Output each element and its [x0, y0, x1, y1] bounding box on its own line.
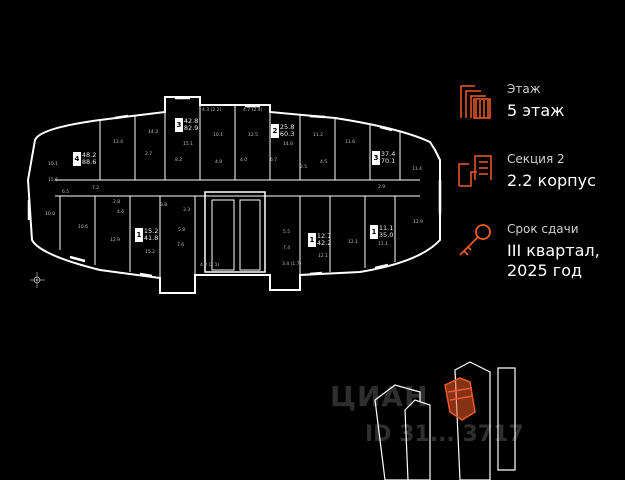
- deadline-value-line1: III квартал,: [507, 241, 600, 260]
- key-icon: [459, 224, 491, 256]
- core: [204, 191, 266, 273]
- room-area-label: 10.1: [213, 133, 224, 138]
- section-icon: [458, 155, 492, 187]
- floor-label: Этаж: [507, 82, 541, 96]
- compass-icon: [30, 272, 45, 288]
- room-area-label: 2.5: [300, 165, 308, 170]
- floor-icon: [460, 85, 491, 119]
- room-area-label: 11.6: [345, 140, 356, 145]
- room-area-label: 14.6: [283, 142, 294, 147]
- room-area-label: 4.0: [240, 158, 248, 163]
- deadline-label: Срок сдачи: [507, 222, 579, 236]
- room-area-label: 11.1: [378, 242, 389, 247]
- room-area-label: 5.8: [178, 228, 186, 233]
- room-area-label: 5.5: [283, 230, 291, 235]
- room-area-label: 2.9: [378, 185, 386, 190]
- room-area-label: 3.3: [183, 208, 191, 213]
- room-area-label: 4.7 (2.4): [243, 108, 263, 113]
- room-area-label: 2.8: [113, 200, 121, 205]
- room-area-label: 15.6: [48, 178, 59, 183]
- watermark-id: ID 31... 3717: [365, 422, 524, 447]
- room-area-label: 11.4: [412, 167, 423, 172]
- room-area-label: 4.6: [117, 210, 125, 215]
- room-area-label: 13.4: [113, 140, 124, 145]
- room-area-label: 12.5: [248, 133, 259, 138]
- room-area-label: 3.4 (1.7): [282, 262, 302, 267]
- room-area-label: 10.6: [78, 225, 89, 230]
- room-area-label: 15.1: [183, 142, 194, 147]
- room-area-label: 7.2: [92, 186, 100, 191]
- room-area-label: 11.2: [313, 133, 324, 138]
- room-area-label: 10.0: [45, 212, 56, 217]
- room-area-label: 4.3 (2.2): [202, 108, 222, 113]
- room-area-label: 12.1: [318, 254, 329, 259]
- room-area-label: 12.9: [110, 238, 121, 243]
- room-area-label: 12.1: [348, 240, 359, 245]
- room-area-label: 7.4: [283, 246, 291, 251]
- watermark: ЦИАН: [330, 380, 429, 413]
- room-area-label: 6.7: [270, 158, 278, 163]
- floor-value: 5 этаж: [507, 101, 565, 120]
- highlighted-section: [444, 377, 476, 421]
- room-area-label: 6.5: [62, 190, 70, 195]
- room-area-label: 15.2: [145, 250, 156, 255]
- room-area-label: 12.9: [413, 220, 424, 225]
- room-area-label: 3.8: [160, 203, 168, 208]
- room-area-label: 2.7: [145, 152, 153, 157]
- room-area-label: 4.5: [320, 160, 328, 165]
- room-area-label: 14.3: [148, 130, 159, 135]
- room-area-label: 4.9: [215, 160, 223, 165]
- deadline-value-line2: 2025 год: [507, 261, 583, 280]
- section-label: Секция 2: [507, 152, 565, 166]
- room-area-label: 7.6: [177, 243, 185, 248]
- room-area-label: 10.1: [48, 162, 59, 167]
- room-area-label: 8.2: [175, 158, 183, 163]
- room-area-label: 4.2 (2.1): [200, 263, 220, 268]
- section-value: 2.2 корпус: [507, 171, 596, 190]
